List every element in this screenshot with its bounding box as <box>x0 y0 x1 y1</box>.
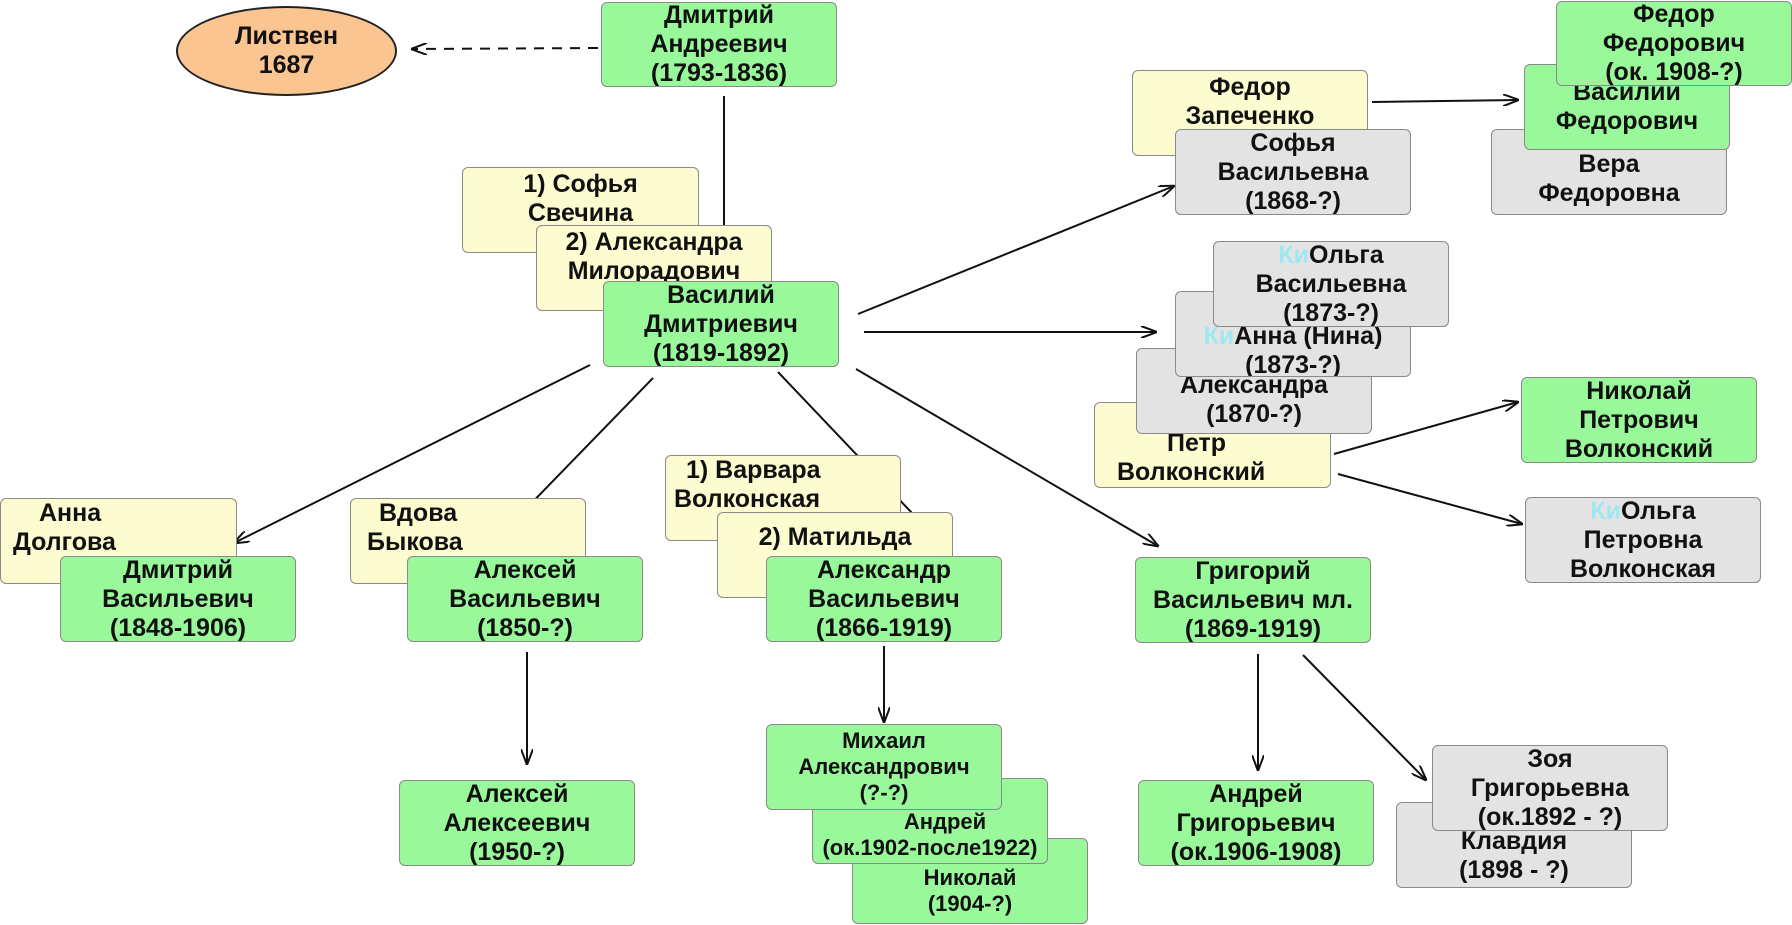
node-zoya-grigorevna: Зоя Григорьевна (ок.1892 - ?) <box>1432 745 1668 831</box>
arrow-vasily-to-grigory <box>855 368 1158 546</box>
node-olga-petrovna: КиОльга Петровна Волконская <box>1525 497 1761 583</box>
node-andrey-grigorevich: Андрей Григорьевич (ок.1906-1908) <box>1138 780 1374 866</box>
node-olga-vasilevna: КиОльга Васильевна (1873-?) <box>1213 241 1449 327</box>
arrow-grigory-to-zoya <box>1302 654 1426 780</box>
arrow-dmitry-to-listven <box>412 48 599 49</box>
node-aleksey-alekseevich: Алексей Алексеевич (1950-?) <box>399 780 635 866</box>
node-nikolay-petrovich: Николай Петрович Волконский <box>1521 377 1757 463</box>
node-fedor-fedorovich: Федор Федорович (ок. 1908-?) <box>1556 1 1792 86</box>
ki-mark: Ки <box>1590 497 1621 525</box>
node-dmitry-vasilevich: Дмитрий Васильевич (1848-1906) <box>60 556 296 642</box>
arrow-vasily-to-dmitry-v <box>234 364 591 543</box>
ki-mark: Ки <box>1278 241 1309 269</box>
node-mikhail-alexandrovich: Михаил Александрович (?-?) <box>766 724 1002 810</box>
node-grigory-vasilevich: Григорий Васильевич мл. (1869-1919) <box>1135 557 1371 643</box>
node-vasily-dmitrievich: Василий Дмитриевич (1819-1892) <box>603 281 839 367</box>
arrow-petr-to-olga <box>1337 473 1522 524</box>
node-listven: Листвен 1687 <box>176 6 397 96</box>
node-dmitry-andreevich: Дмитрий Андреевич (1793-1836) <box>601 2 837 87</box>
arrow-petr-to-nikolay <box>1333 402 1518 455</box>
node-alexandr-vasilevich: Александр Васильевич (1866-1919) <box>766 556 1002 642</box>
arrow-fedor-to-children <box>1371 100 1518 102</box>
arrow-vasily-to-sofya <box>857 186 1174 315</box>
node-aleksey-vasilevich: Алексей Васильевич (1850-?) <box>407 556 643 642</box>
node-sofya-vasilevna: Софья Васильевна (1868-?) <box>1175 129 1411 215</box>
